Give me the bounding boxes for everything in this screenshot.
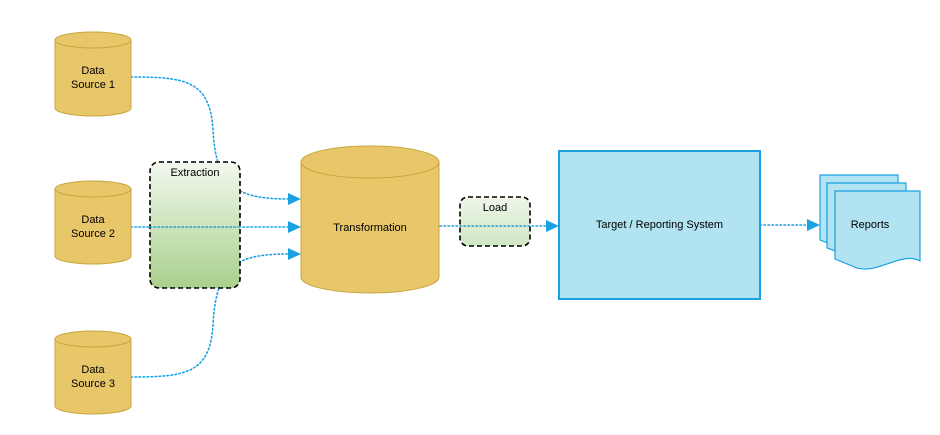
arrowhead-source2 — [288, 221, 301, 233]
transformation-label: Transformation — [333, 222, 407, 234]
reports-document-stack[interactable] — [819, 174, 921, 270]
arrowhead-reports — [807, 219, 820, 231]
arrowhead-source1 — [288, 193, 301, 205]
extraction-box[interactable] — [149, 161, 241, 289]
data-source-3-label: Data Source 3 — [70, 364, 116, 390]
target-reporting-system-label: Target / Reporting System — [595, 219, 724, 231]
edge-source1-transformation[interactable] — [130, 76, 291, 200]
data-source-1-cylinder[interactable] — [54, 31, 132, 117]
extraction-label: Extraction — [170, 167, 220, 179]
arrowheads — [288, 193, 820, 260]
data-source-2-cylinder[interactable] — [54, 180, 132, 265]
load-label: Load — [482, 202, 508, 214]
reports-label: Reports — [850, 219, 890, 231]
data-source-2-label: Data Source 2 — [70, 214, 116, 240]
transformation-cylinder[interactable] — [300, 145, 440, 294]
edge-source3-transformation[interactable] — [130, 253, 291, 378]
data-source-3-cylinder[interactable] — [54, 330, 132, 415]
target-reporting-system-box[interactable] — [558, 150, 761, 300]
data-source-1-label: Data Source 1 — [70, 65, 116, 91]
arrowhead-target — [546, 220, 559, 232]
arrowhead-source3 — [288, 248, 301, 260]
load-box[interactable] — [459, 196, 531, 247]
